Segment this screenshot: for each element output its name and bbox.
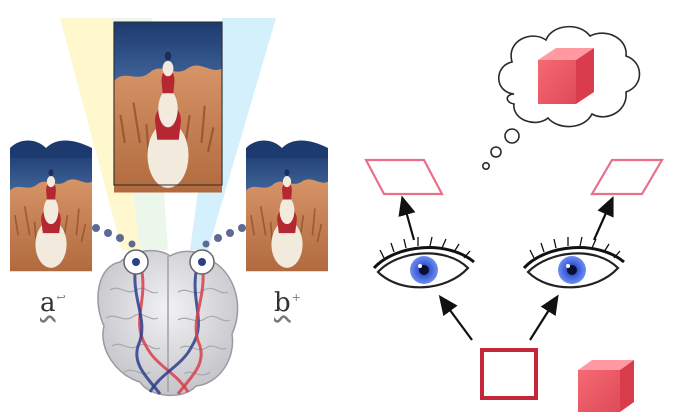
brain-icon (98, 250, 238, 395)
label-b-mark: + (292, 291, 301, 304)
left-perceived-shape (366, 160, 442, 194)
arrow-icon (404, 204, 414, 240)
cube-icon-real (578, 360, 634, 412)
label-a: a↩ (40, 288, 66, 318)
label-a-mark: ↩ (57, 291, 66, 304)
arrow-icon (444, 302, 472, 340)
eye-icon-left (374, 237, 474, 287)
right-eye-scene-b (246, 141, 328, 272)
arrow-icon (594, 204, 610, 240)
dotted-connectors (92, 224, 246, 248)
combined-scene-image (113, 22, 223, 193)
label-a-text: a (40, 288, 56, 318)
left-eye-scene-a (10, 141, 92, 272)
label-b-text: b (274, 288, 291, 318)
label-b: b+ (274, 288, 301, 318)
arrow-icon (530, 302, 554, 340)
object-square (482, 350, 536, 398)
eye-icon-right (524, 237, 624, 287)
right-perceived-shape (592, 160, 662, 194)
cube-icon-imagined (538, 48, 594, 104)
